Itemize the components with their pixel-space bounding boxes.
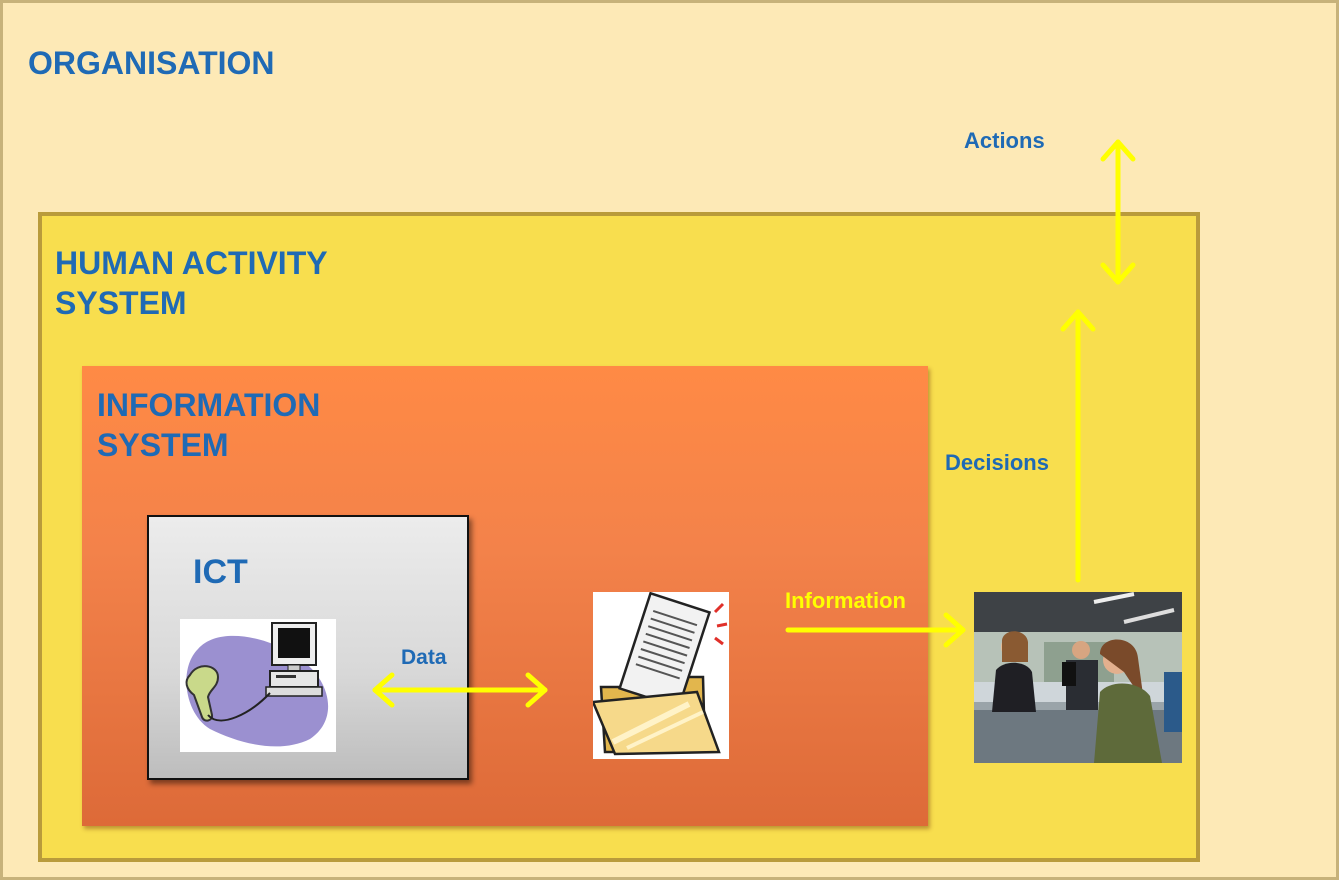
data-arrow (372, 672, 548, 708)
information-system-title: INFORMATION SYSTEM (97, 385, 320, 465)
actions-arrow (1100, 139, 1136, 285)
organisation-title: ORGANISATION (28, 45, 275, 81)
information-arrow (785, 612, 966, 648)
human-activity-system-title: HUMAN ACTIVITY SYSTEM (55, 243, 328, 323)
decisions-label: Decisions (945, 450, 1049, 475)
information-label: Information (785, 588, 906, 613)
barcode-scanner-computer-icon (180, 619, 336, 752)
folder-document-icon (591, 591, 729, 759)
human-activity-system-title-line2: SYSTEM (55, 285, 187, 321)
data-label: Data (401, 646, 447, 669)
information-system-title-line1: INFORMATION (97, 387, 321, 423)
decisions-arrow (1060, 309, 1096, 583)
shop-counter-photo (974, 592, 1182, 763)
ict-title: ICT (193, 553, 248, 591)
human-activity-system-title-line1: HUMAN ACTIVITY (55, 245, 328, 281)
information-system-title-line2: SYSTEM (97, 427, 229, 463)
actions-label: Actions (964, 128, 1045, 153)
